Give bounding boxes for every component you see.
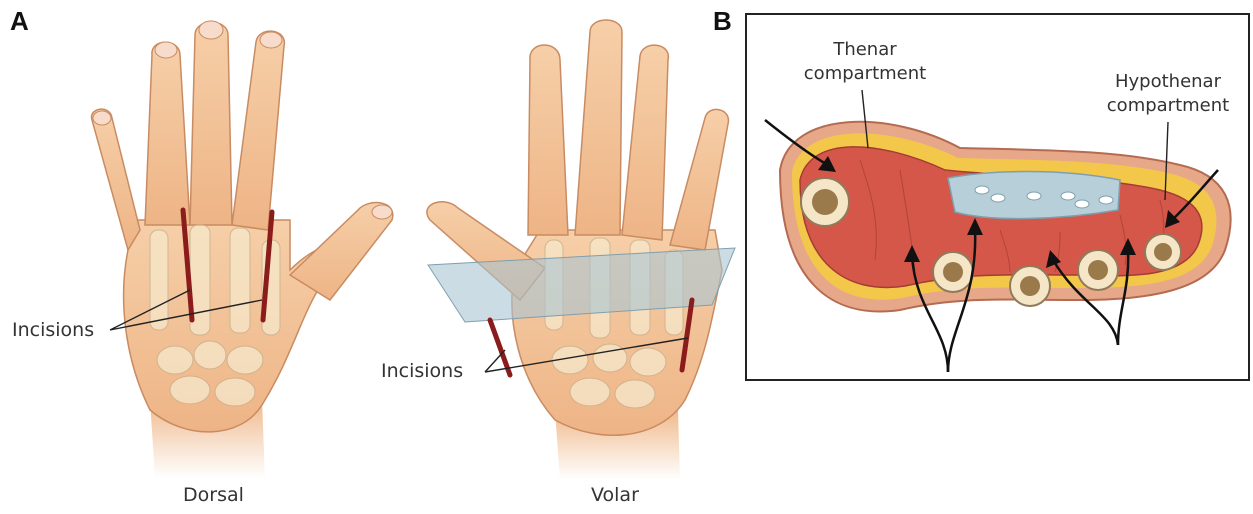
incisions-label-dorsal: Incisions	[12, 319, 94, 341]
dorsal-hand	[92, 21, 393, 478]
volar-hand	[427, 20, 735, 480]
hypothenar-label: Hypothenar compartment	[1088, 70, 1248, 118]
dorsal-caption: Dorsal	[183, 484, 244, 506]
thenar-label-line2: compartment	[790, 62, 940, 86]
panel-a-letter: A	[10, 6, 29, 37]
incisions-label-volar: Incisions	[381, 360, 463, 382]
panel-b-letter: B	[713, 6, 732, 37]
hypothenar-label-line2: compartment	[1088, 94, 1248, 118]
thenar-label: Thenar compartment	[790, 38, 940, 86]
hypothenar-label-line1: Hypothenar	[1088, 70, 1248, 94]
volar-incision-1	[490, 320, 510, 375]
thenar-label-line1: Thenar	[790, 38, 940, 62]
volar-caption: Volar	[591, 484, 639, 506]
